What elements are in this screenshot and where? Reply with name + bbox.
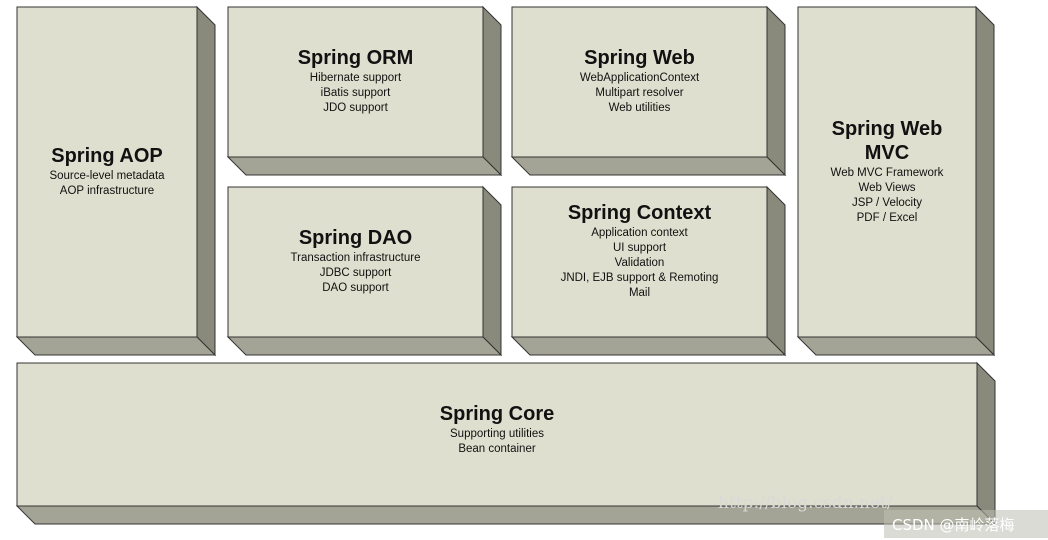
spring-web-side-face (766, 5, 786, 177)
spring-core-title: Spring Core (440, 403, 554, 425)
spring-orm-bottom-face (226, 156, 503, 176)
spring-dao-box: Spring DAO Transaction infrastructureJDBC… (226, 185, 503, 357)
spring-core-item: Bean container (458, 443, 536, 455)
spring-aop-front-face (16, 6, 198, 338)
spring-context-item: UI support (613, 242, 667, 254)
spring-web-box: Spring WebWebApplicationContextMultipart… (510, 5, 787, 177)
spring-core-side-face (976, 361, 996, 526)
spring-core-item: Supporting utilities (450, 428, 544, 440)
spring-web-mvc-title: Spring Web (832, 118, 943, 140)
spring-orm-title: Spring ORM (298, 47, 414, 69)
spring-dao-item: DAO support (322, 282, 389, 294)
spring-aop-item: Source-level metadata (49, 170, 165, 182)
spring-web-front-face (511, 6, 768, 158)
watermark-url: http://blog.csdn.net/ (718, 493, 893, 513)
spring-context-side-face (766, 185, 786, 357)
spring-aop-side-face (196, 5, 216, 357)
spring-web-mvc-item: JSP / Velocity (852, 197, 922, 209)
spring-web-mvc-side-face (975, 5, 995, 357)
watermark-credit-backdrop (884, 510, 1048, 538)
spring-dao-title: Spring DAO (299, 227, 412, 249)
spring-web-mvc-title: MVC (865, 142, 909, 164)
spring-orm-item: iBatis support (321, 87, 391, 99)
spring-web-title: Spring Web (584, 47, 695, 69)
spring-context-item: Application context (591, 227, 688, 239)
spring-web-mvc-bottom-face (796, 336, 996, 356)
spring-context-item: JNDI, EJB support & Remoting (561, 272, 719, 284)
spring-dao-front-face (227, 186, 484, 338)
spring-dao-bottom-face (226, 336, 503, 356)
spring-dao-side-face (482, 185, 502, 357)
spring-context-title: Spring Context (568, 202, 712, 224)
spring-web-mvc-item: Web MVC Framework (831, 167, 944, 179)
spring-dao-item: JDBC support (320, 267, 392, 279)
spring-web-mvc-item: Web Views (858, 182, 915, 194)
watermark-credit: CSDN @南岭落梅 (892, 516, 1015, 534)
spring-dao-item: Transaction infrastructure (291, 252, 421, 264)
spring-web-mvc-item: PDF / Excel (857, 212, 918, 224)
spring-aop-bottom-face (15, 336, 217, 356)
spring-aop-item: AOP infrastructure (60, 185, 154, 197)
spring-web-item: Multipart resolver (595, 87, 683, 99)
spring-web-mvc-front-face (797, 6, 977, 338)
spring-orm-box: Spring ORM Hibernate support iBatis suppor… (226, 5, 503, 177)
spring-context-bottom-face (510, 336, 787, 356)
spring-core-front-face (16, 362, 978, 507)
spring-orm-item: JDO support (323, 102, 388, 114)
spring-context-item: Validation (615, 257, 665, 269)
spring-orm-front-face (227, 6, 484, 158)
spring-orm-item: Hibernate support (310, 72, 402, 84)
spring-orm-side-face (482, 5, 502, 177)
spring-web-item: WebApplicationContext (580, 72, 700, 84)
spring-context-item: Mail (629, 287, 650, 299)
spring-web-bottom-face (510, 156, 787, 176)
spring-web-item: Web utilities (609, 102, 671, 114)
spring-aop-title: Spring AOP (51, 145, 162, 167)
spring-context-front-face (511, 186, 768, 338)
